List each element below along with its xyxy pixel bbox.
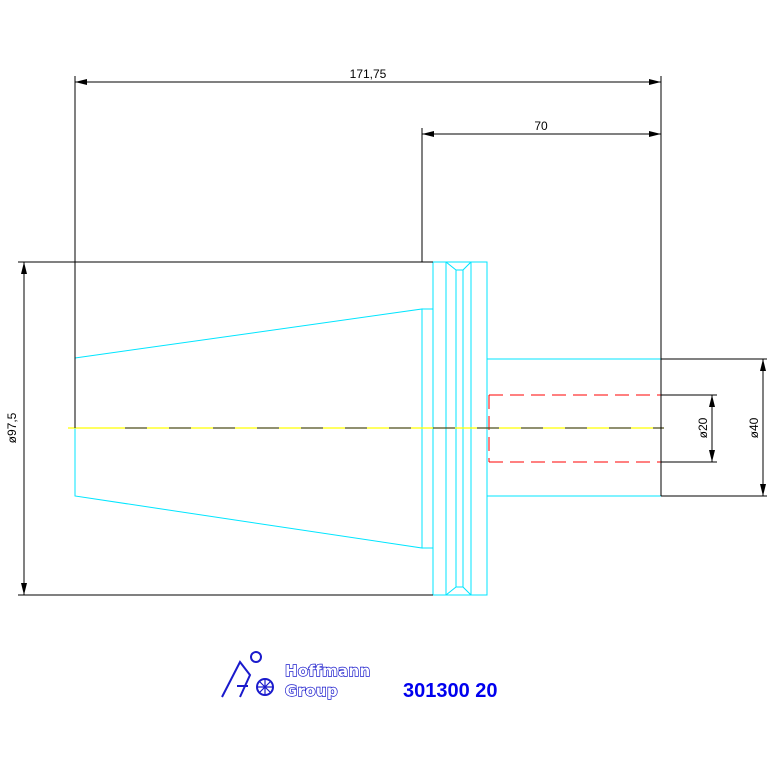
logo-text-line1: Hoffmann [285,662,370,680]
dimension-lines [18,76,767,596]
dim-shank-length: 70 [534,119,548,133]
hoffmann-logo: Hoffmann Group [221,651,371,701]
dim-bore-diameter: ø20 [696,417,710,438]
dimension-arrows [21,79,766,595]
dim-shank-diameter: ø40 [747,417,761,438]
dim-flange-diameter: ø97,5 [5,412,19,443]
dim-overall-length: 171,75 [350,67,387,81]
part-number: 301300 20 [403,680,498,702]
logo-mark-icon [221,651,274,698]
logo-text-line2: Group [285,682,338,700]
